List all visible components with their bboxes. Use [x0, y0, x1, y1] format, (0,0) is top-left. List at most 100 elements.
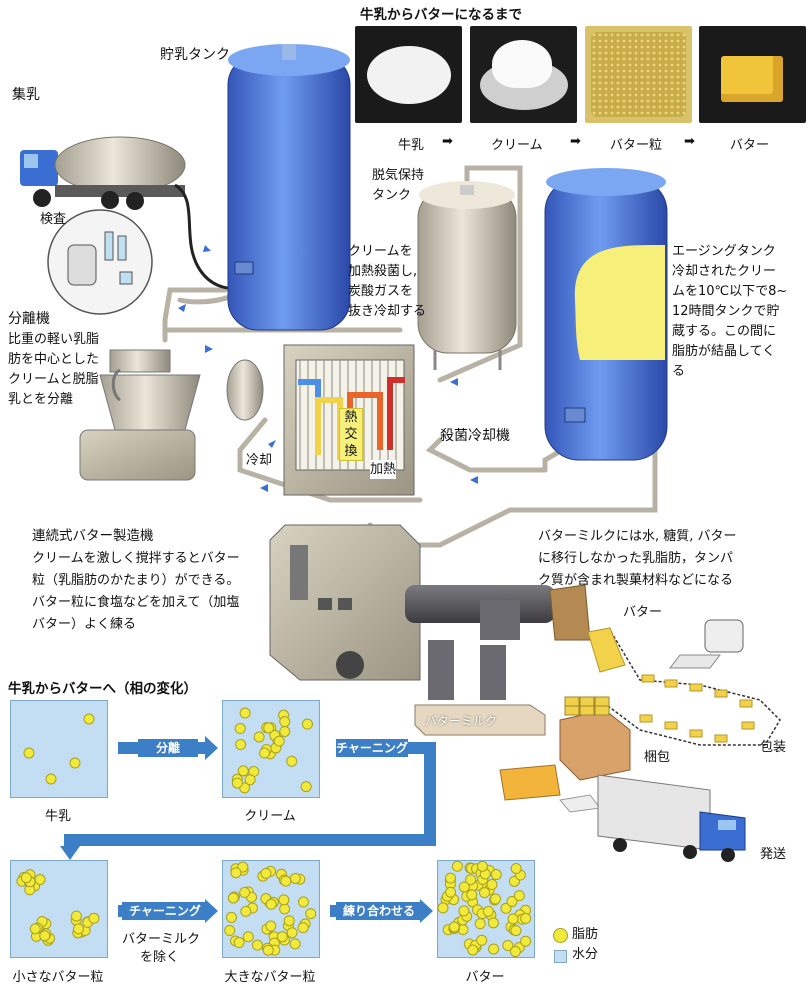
- fat-globule: [476, 934, 488, 946]
- separator-desc-4: 乳とを分離: [8, 392, 74, 407]
- fat-globule: [437, 902, 449, 914]
- fat-globule: [237, 765, 249, 777]
- phase-arrow-separation: 分離: [138, 739, 198, 757]
- heat-exchange-label: 熱 交 換: [339, 408, 363, 461]
- aging-tank: [544, 168, 668, 461]
- buttermilk-note-1: バターミルクには水, 糖質, バター: [538, 529, 737, 544]
- fat-globule: [513, 890, 525, 902]
- photo-milk: [355, 26, 462, 123]
- photo-butter: [699, 26, 806, 123]
- fat-globule: [73, 923, 85, 935]
- butter-machine: [269, 524, 591, 736]
- top-step-milk: 牛乳: [398, 138, 425, 153]
- phase-box-butter: [437, 860, 535, 958]
- phase-box-small-grains: [10, 860, 108, 958]
- fat-globule: [260, 867, 272, 879]
- fat-globule: [234, 723, 246, 735]
- label-inspection: 検査: [40, 212, 67, 227]
- aging-desc-1: 冷却されたクリー: [672, 264, 777, 279]
- aging-desc-4: 蔵する。この間に: [672, 324, 777, 339]
- fat-globule: [227, 892, 239, 904]
- phase-fat-milk: [23, 713, 95, 785]
- fat-globule: [225, 911, 237, 923]
- label-buttermilk-tray: バターミルク: [425, 714, 498, 728]
- fat-globule: [276, 931, 288, 943]
- fat-globule: [289, 938, 301, 950]
- legend-fat-swatch: [553, 928, 568, 943]
- aging-desc-6: る: [672, 364, 686, 379]
- aging-desc-5: 脂肪が結晶してく: [672, 344, 776, 359]
- aging-desc-3: 12時間タンクで貯: [672, 304, 780, 319]
- fat-globule: [239, 887, 251, 899]
- degas-tank-label-1: 脱気保持: [372, 168, 425, 183]
- top-strip-title: 牛乳からバターになるまで: [360, 7, 522, 23]
- fat-globule: [242, 931, 254, 943]
- fat-globule: [253, 731, 265, 743]
- churn-desc-3: バター粒に食塩などを加えて（加塩: [32, 595, 240, 610]
- fat-globule: [520, 912, 532, 924]
- heat-note-3: 炭酸ガスを: [348, 284, 414, 299]
- heat-note-2: 加熱殺菌し,: [348, 264, 418, 279]
- label-pasteurizer: 殺菌冷却機: [440, 428, 510, 444]
- fat-globule: [476, 860, 488, 872]
- fat-globule: [39, 930, 51, 942]
- aging-desc-2: ムを10℃以下で8~: [672, 284, 788, 299]
- packing-boxes: [499, 696, 631, 813]
- fat-globule: [70, 910, 82, 922]
- legend-fat-label: 脂肪: [572, 927, 599, 942]
- fat-globule: [482, 905, 494, 917]
- fat-globule: [239, 707, 251, 719]
- fat-globule: [279, 725, 291, 737]
- buttermilk-note-2: に移行しなかった乳脂肪，タンパ: [538, 551, 734, 566]
- phase-connector-arrows: [60, 742, 436, 860]
- fat-globule: [240, 905, 252, 917]
- fat-globule: [297, 922, 309, 934]
- heat-note-1: クリームを: [348, 244, 413, 259]
- fat-globule: [300, 781, 312, 793]
- fat-globule: [448, 921, 460, 933]
- fat-globule: [230, 867, 242, 879]
- label-cooling: 冷却: [246, 451, 273, 470]
- heat-exchange-char-2: 交: [344, 427, 358, 442]
- buttermilk-remove-2: を除く: [140, 950, 180, 965]
- fat-globule: [263, 722, 275, 734]
- top-step-butter-granules: バター粒: [610, 138, 663, 153]
- phase-arrow-churning-1: チャーニング: [336, 739, 408, 757]
- fat-globule: [474, 918, 486, 930]
- legend-water-label: 水分: [572, 947, 599, 962]
- fat-globule: [509, 946, 521, 958]
- label-storage-tank: 貯乳タンク: [160, 47, 230, 63]
- churn-desc-2: 粒（乳脂肪のかたまり）ができる。: [32, 573, 240, 588]
- fat-globule: [444, 872, 456, 884]
- top-step-butter: バター: [730, 138, 770, 153]
- fat-globule: [20, 872, 32, 884]
- storage-tank: [227, 44, 351, 331]
- buttermilk-note-3: ク質が含まれ製菓材料などになる: [538, 573, 734, 588]
- fat-globule: [467, 944, 479, 956]
- separator-desc-3: クリームと脱脂: [8, 372, 99, 387]
- delivery-truck: [597, 774, 746, 862]
- phase-arrow-kneading: 練り合わせる: [336, 902, 422, 920]
- phase-arrow-churning-2: チャーニング: [122, 902, 208, 920]
- fat-globule: [280, 875, 292, 887]
- legend-water-swatch: [554, 950, 567, 963]
- fat-globule: [244, 774, 256, 786]
- phase-caption-butter: バター: [465, 970, 505, 985]
- top-arrow-1: ➡: [442, 134, 453, 149]
- fat-globule: [486, 879, 498, 891]
- fat-globule: [297, 896, 309, 908]
- aging-title: エージングタンク: [672, 244, 776, 259]
- fat-globule: [224, 925, 236, 937]
- phase-box-cream: [222, 700, 320, 798]
- fat-globule: [458, 881, 470, 893]
- fat-globule: [500, 902, 512, 914]
- photo-cream: [470, 26, 577, 123]
- top-arrow-2: ➡: [570, 134, 581, 149]
- fat-globule: [289, 872, 301, 884]
- fat-globule: [507, 913, 519, 925]
- fat-globule: [458, 905, 470, 917]
- label-packing: 梱包: [644, 750, 671, 765]
- phase-box-large-grains: [222, 860, 320, 958]
- fat-globule: [88, 912, 100, 924]
